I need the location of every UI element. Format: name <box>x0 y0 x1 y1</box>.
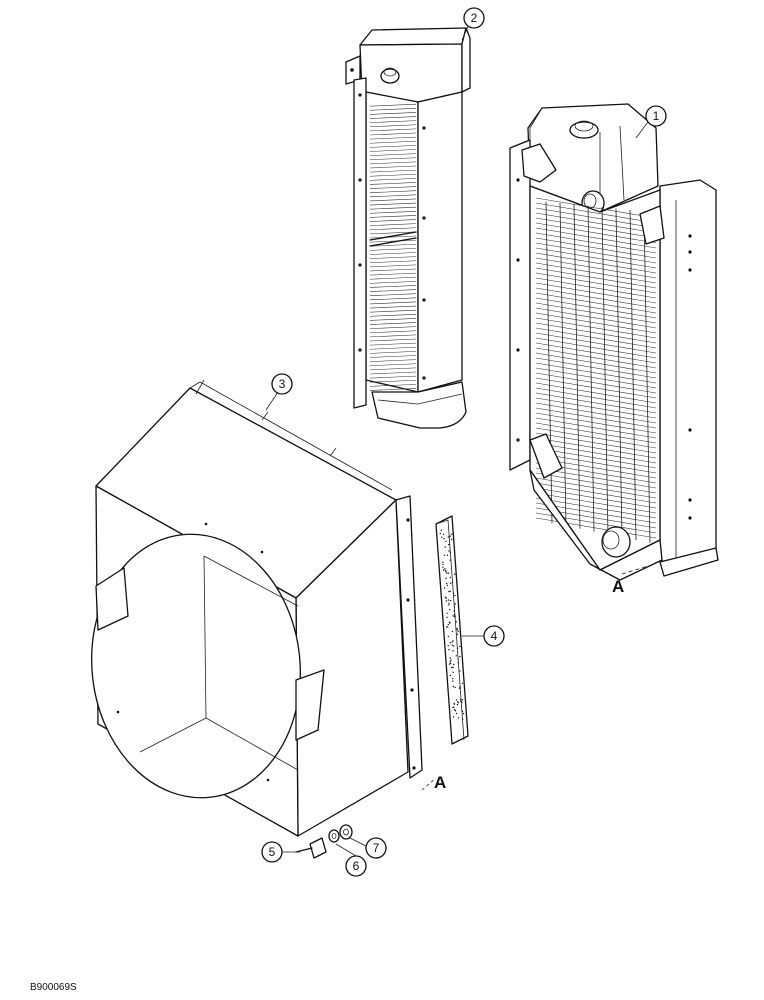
oil-cooler-part-2 <box>346 28 470 428</box>
fan-shroud-part-3 <box>79 380 422 836</box>
seal-strip-part-4 <box>436 516 468 744</box>
callout-3-label: 3 <box>279 377 286 391</box>
callout-7-label: 7 <box>373 841 380 855</box>
callout-3: 3 <box>272 374 292 394</box>
figure-id: B900069S <box>30 982 77 993</box>
radiator-part-1 <box>510 104 718 580</box>
nut-part-7 <box>340 825 352 839</box>
reference-a-radiator: A <box>612 577 624 596</box>
callout-5-label: 5 <box>269 845 276 859</box>
bolt-part-5 <box>296 838 326 858</box>
callout-5: 5 <box>262 842 282 862</box>
callout-2-label: 2 <box>471 11 478 25</box>
callout-1-label: 1 <box>653 109 660 123</box>
callout-6: 6 <box>346 856 366 876</box>
callout-1: 1 <box>646 106 666 126</box>
callout-6-label: 6 <box>353 859 360 873</box>
callout-4-label: 4 <box>491 629 498 643</box>
callout-7: 7 <box>366 838 386 858</box>
callout-4: 4 <box>484 626 504 646</box>
reference-a-shroud: A <box>434 773 446 792</box>
callout-2: 2 <box>464 8 484 28</box>
lock-washer-part-6 <box>329 830 339 842</box>
